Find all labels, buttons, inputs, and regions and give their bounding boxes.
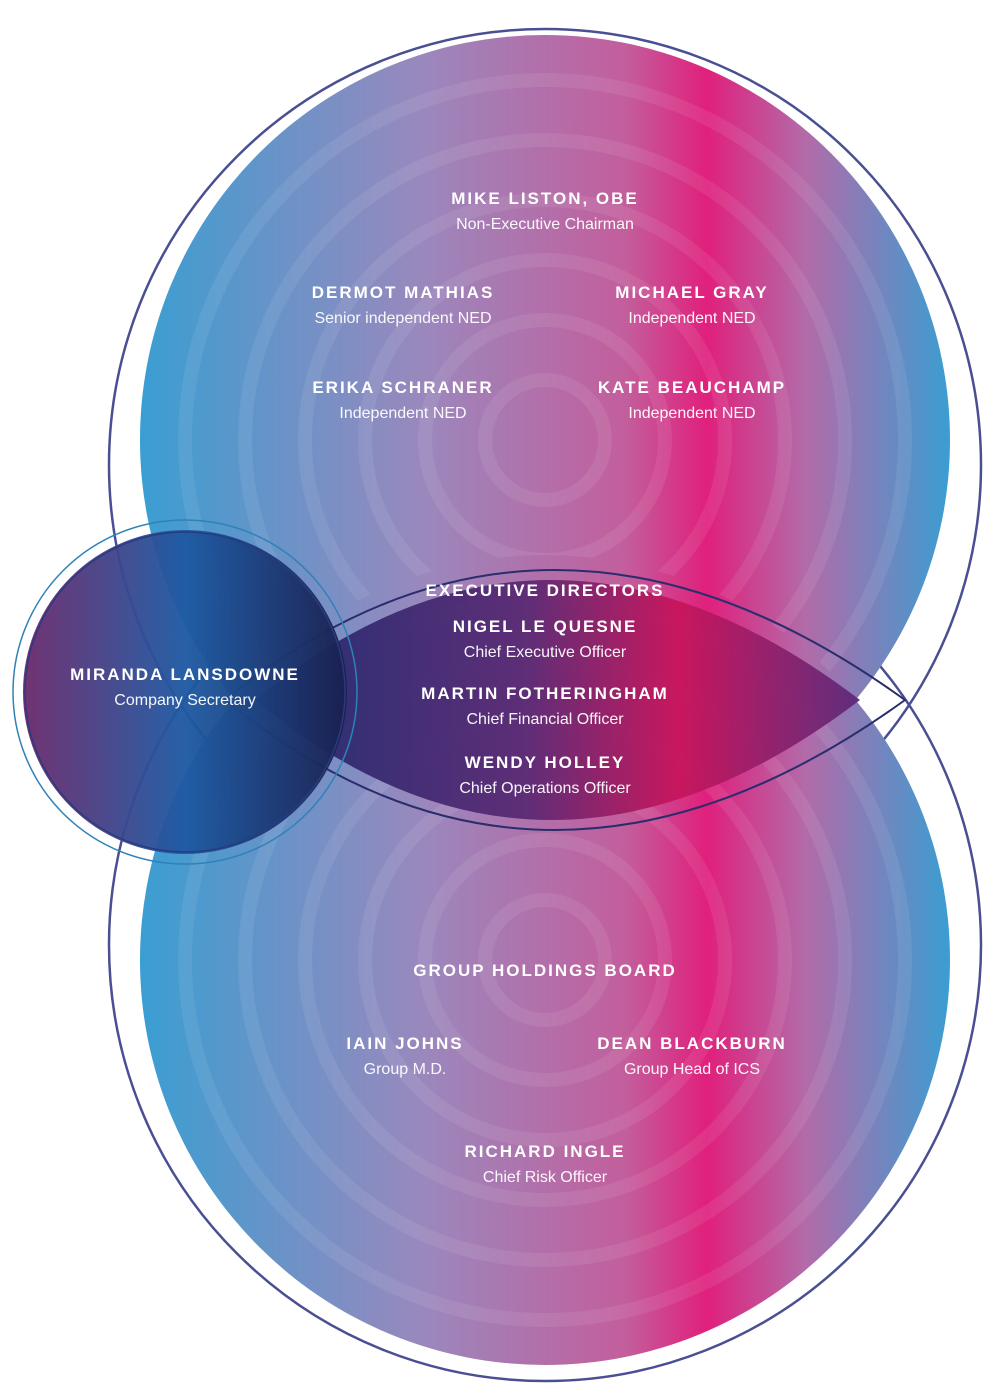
executive-member-name: WENDY HOLLEY — [464, 753, 626, 772]
chairman-role: Non-Executive Chairman — [456, 216, 634, 233]
board-member-label: KATE BEAUCHAMP Independent NED — [598, 377, 786, 425]
board-member-name: MICHAEL GRAY — [615, 283, 769, 302]
executive-member-role: Chief Financial Officer — [466, 711, 624, 728]
secretary-inner-outline — [24, 531, 346, 853]
executive-overlap-lens — [255, 580, 860, 820]
holdings-member-name: IAIN JOHNS — [346, 1034, 464, 1053]
holdings-member-name: DEAN BLACKBURN — [597, 1034, 787, 1053]
holdings-member-role: Chief Risk Officer — [482, 1169, 608, 1186]
chairman-label: MIKE LISTON, OBE Non-Executive Chairman — [451, 188, 639, 236]
executive-member-role: Chief Operations Officer — [459, 780, 631, 797]
executive-member-label: MARTIN FOTHERINGHAM Chief Financial Offi… — [421, 683, 669, 731]
executive-member-label: WENDY HOLLEY Chief Operations Officer — [459, 752, 630, 800]
holdings-member-name: RICHARD INGLE — [464, 1142, 626, 1161]
holdings-member-role: Group Head of ICS — [623, 1061, 761, 1078]
secretary-name: MIRANDA LANSDOWNE — [70, 665, 300, 684]
board-member-role: Senior independent NED — [314, 310, 492, 327]
executive-member-name: NIGEL LE QUESNE — [452, 617, 638, 636]
executive-member-label: NIGEL LE QUESNE Chief Executive Officer — [453, 616, 638, 664]
holdings-member-label: IAIN JOHNS Group M.D. — [346, 1033, 463, 1081]
executive-member-role: Chief Executive Officer — [463, 644, 627, 661]
executive-member-name: MARTIN FOTHERINGHAM — [421, 684, 669, 703]
board-member-name: KATE BEAUCHAMP — [597, 378, 787, 397]
board-member-label: DERMOT MATHIAS Senior independent NED — [312, 282, 495, 330]
holdings-heading: GROUP HOLDINGS BOARD — [413, 961, 677, 980]
board-member-name: ERIKA SCHRANER — [312, 378, 494, 397]
holdings-member-label: DEAN BLACKBURN Group Head of ICS — [597, 1033, 787, 1081]
chairman-name: MIKE LISTON, OBE — [451, 189, 639, 208]
secretary-outer-outline — [12, 519, 358, 865]
board-member-label: MICHAEL GRAY Independent NED — [615, 282, 768, 330]
secretary-role: Company Secretary — [114, 692, 256, 709]
secretary-circle — [23, 530, 347, 854]
board-member-role: Independent NED — [628, 405, 756, 422]
board-member-name: DERMOT MATHIAS — [311, 283, 495, 302]
executive-lens-outline — [223, 569, 907, 831]
board-member-role: Independent NED — [339, 405, 467, 422]
executive-heading: EXECUTIVE DIRECTORS — [425, 581, 665, 600]
holdings-member-label: RICHARD INGLE Chief Risk Officer — [464, 1141, 625, 1189]
secretary-label: MIRANDA LANSDOWNE Company Secretary — [70, 664, 300, 712]
board-member-role: Independent NED — [628, 310, 756, 327]
holdings-member-role: Group M.D. — [363, 1061, 447, 1078]
board-member-label: ERIKA SCHRANER Independent NED — [312, 377, 493, 425]
